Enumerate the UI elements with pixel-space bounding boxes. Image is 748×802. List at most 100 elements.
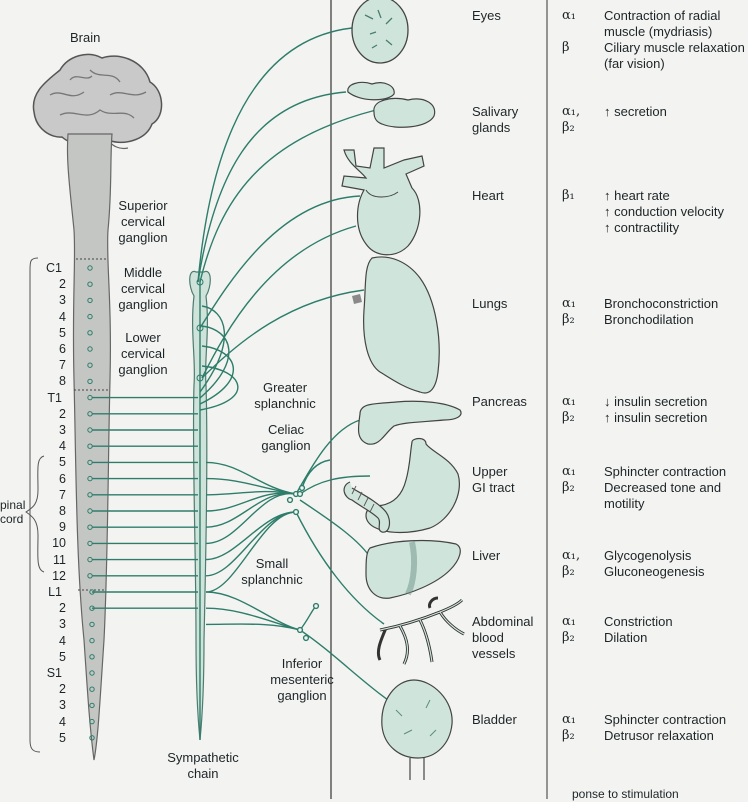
segment-dot (87, 573, 93, 579)
fiber-to-salivary-2 (199, 109, 377, 283)
bladder-illustration (381, 679, 453, 780)
cervical-loop (199, 365, 239, 411)
segment-dot (87, 281, 93, 287)
segment-label-17: 9 (59, 520, 66, 535)
segment-label-2: 2 (59, 277, 66, 292)
celiac-branch (301, 459, 331, 489)
abdominal-blood-vessels-illustration (376, 596, 465, 665)
brain-illustration (32, 53, 163, 150)
spinal-cord-brace (25, 455, 45, 573)
segment-dot (87, 265, 93, 271)
small-splanchnic-label: Small splanchnic (241, 556, 303, 587)
mesenteric-branch (299, 605, 317, 631)
segment-dot (87, 475, 93, 482)
spinal-cord-label: pinal cord (0, 498, 26, 526)
segment-dot (87, 540, 93, 547)
cervical-ganglion-marker (196, 278, 204, 286)
fiber-to-heart (199, 195, 361, 329)
segment-dot (89, 702, 95, 709)
organ-response: ↑ heart rate↑ conduction velocity↑ contr… (604, 188, 724, 235)
nerve-fibers (92, 27, 389, 740)
celiac-ganglion-label: Celiac ganglion (261, 422, 311, 453)
segment-label-4: 4 (59, 309, 66, 324)
segment-dot (89, 621, 95, 628)
segment-label-15: 7 (59, 487, 66, 502)
segment-dot (87, 362, 93, 368)
segment-bracket (29, 257, 41, 753)
lower-cervical-ganglion-label: Lower cervical ganglion (118, 330, 168, 377)
segment-dot (89, 718, 95, 725)
ganglion-dot (296, 626, 304, 634)
segment-dot (89, 654, 95, 660)
cervical-loop (199, 305, 225, 393)
segment-label-10: 2 (59, 406, 66, 421)
segment-dot (89, 735, 95, 741)
pancreas-illustration (357, 400, 462, 445)
segment-label-11: 3 (59, 423, 66, 437)
organ-name: Lungs (472, 296, 508, 311)
lungs-illustration (352, 256, 440, 394)
fiber-to-gi (299, 475, 371, 495)
segment-dot (87, 492, 93, 498)
segment-dot (87, 556, 93, 563)
segment-dot (87, 378, 93, 385)
organ-name: Pancreas (472, 394, 527, 409)
fiber-to-salivary (197, 91, 347, 283)
segment-label-6: 6 (59, 342, 66, 356)
segment-label-18: 10 (52, 536, 66, 551)
salivary-glands-illustration (347, 81, 436, 128)
segment-dot (87, 508, 93, 514)
eye-illustration (351, 0, 409, 64)
segment-label-19: 11 (53, 552, 66, 567)
ganglion-dot (286, 496, 294, 504)
fiber-to-bladder (299, 629, 389, 701)
segment-label-22: 2 (59, 601, 66, 616)
greater-splanchnic-fiber (205, 461, 297, 495)
organ-name: Eyes (472, 8, 501, 23)
organ-name: Bladder (472, 712, 517, 727)
segment-label-23: 3 (59, 617, 66, 632)
segment-dot (89, 605, 95, 611)
cervical-ganglion-marker (196, 374, 204, 382)
segment-label-30: 5 (59, 730, 66, 745)
organ-response: ↑ secretion (604, 104, 667, 119)
segment-label-16: 8 (59, 504, 66, 518)
segment-dot (87, 459, 93, 466)
fiber-to-liver (299, 499, 373, 561)
segment-label-21: L1 (48, 585, 62, 599)
footer-text-fragment: ponse to stimulation (572, 787, 679, 801)
segment-dot (87, 427, 93, 433)
upper-gi-tract-illustration (343, 437, 460, 534)
heart-illustration (341, 147, 425, 256)
fiber-to-eye (197, 27, 353, 283)
small-splanchnic-fiber (205, 511, 297, 593)
brain-label: Brain (70, 30, 101, 45)
segment-label-13: 5 (59, 455, 66, 470)
inferior-mesenteric-ganglion-label: Inferior mesenteric ganglion (270, 656, 334, 703)
segment-label-20: 12 (52, 568, 66, 583)
segment-dot (89, 589, 95, 595)
receptor-type: α₁,β₂ (562, 548, 581, 579)
organ-name: Heart (472, 188, 504, 203)
segment-dot (87, 443, 93, 449)
spinal-cord (66, 133, 113, 761)
receptor-type: α₁ β (562, 8, 576, 55)
segment-label-27: 2 (59, 682, 66, 697)
segment-dot (89, 686, 95, 692)
segment-label-12: 4 (59, 439, 66, 454)
segment-label-3: 3 (59, 293, 66, 308)
segment-label-1: C1 (46, 261, 62, 275)
segment-label-14: 6 (59, 471, 66, 486)
